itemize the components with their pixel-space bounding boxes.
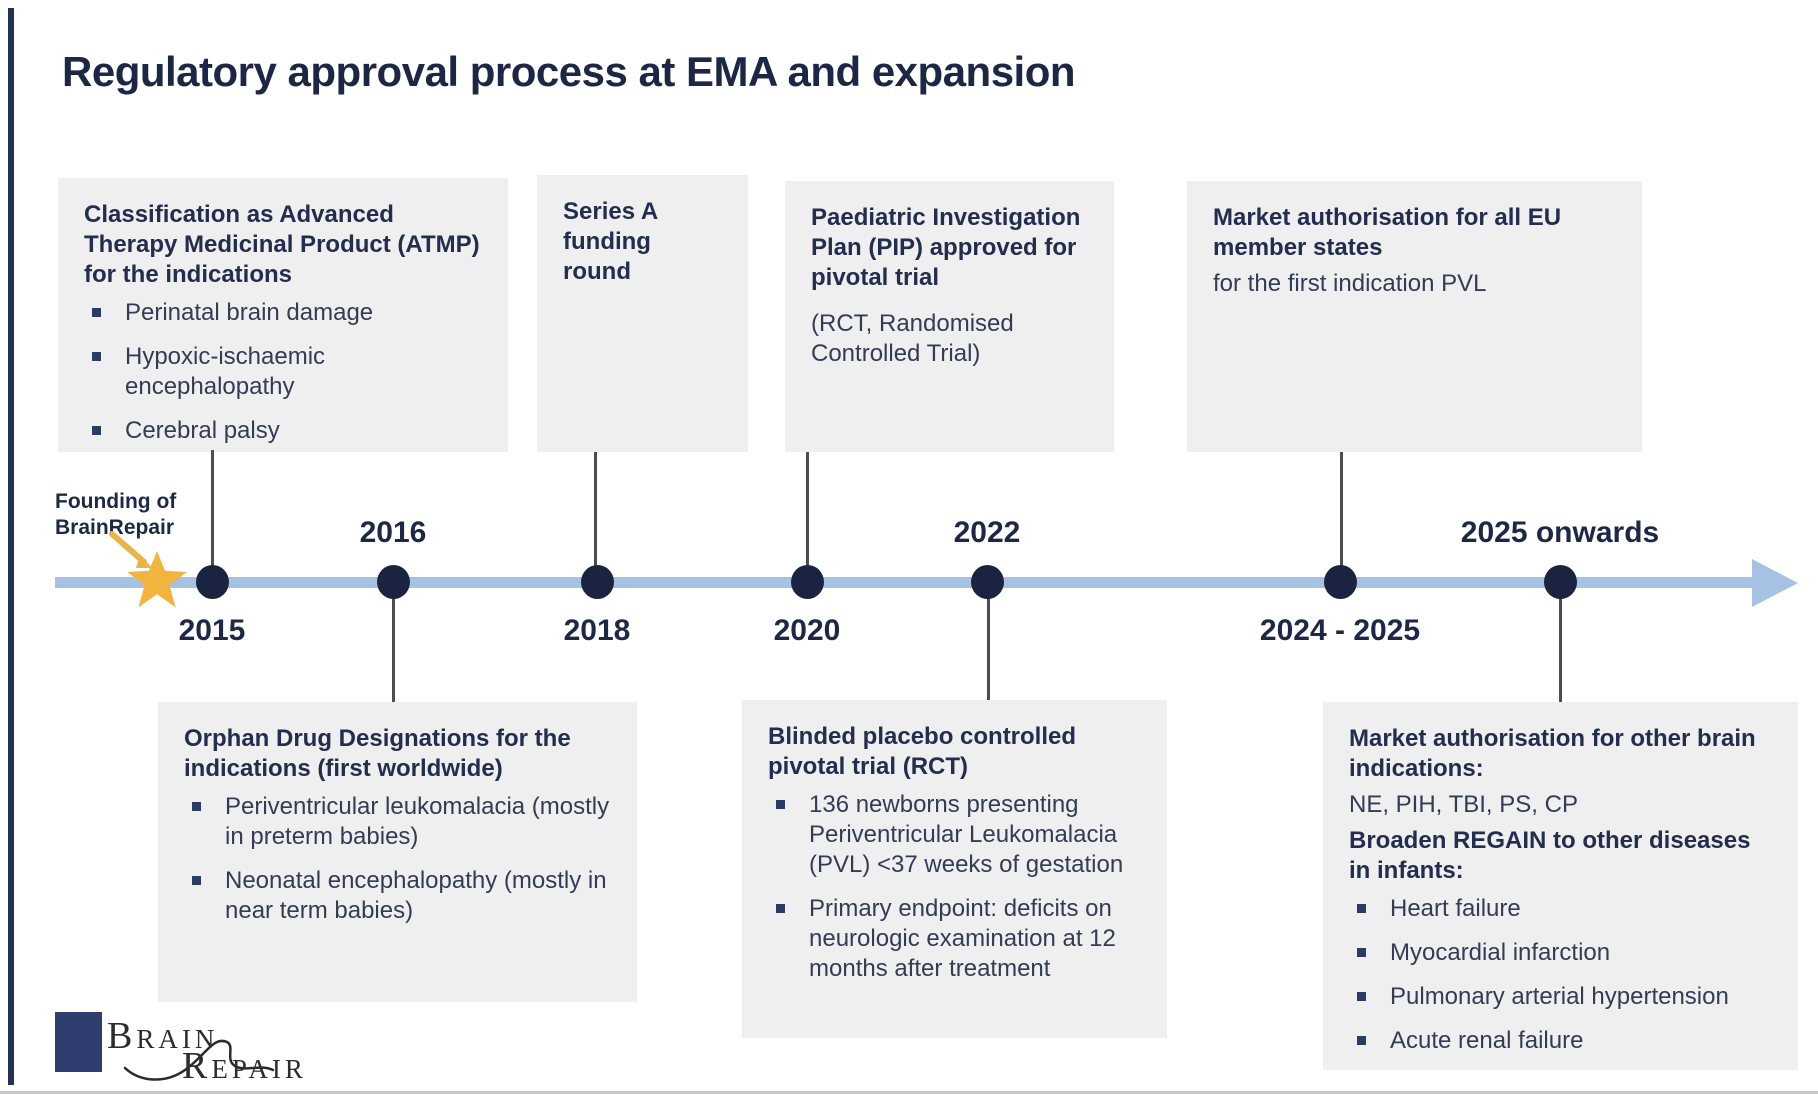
- event-box-pip: Paediatric Investigation Plan (PIP) appr…: [785, 181, 1114, 452]
- timeline-dot-2016: [377, 565, 410, 599]
- connector-line: [392, 598, 395, 702]
- left-accent-bar: [8, 8, 14, 1085]
- list-item: Neonatal encephalopathy (mostly in near …: [184, 866, 611, 926]
- bullet-text: Perinatal brain damage: [125, 299, 374, 326]
- bullet-list: Perinatal brain damage Hypoxic-ischaemic…: [84, 298, 482, 446]
- bullet-text: Pulmonary arterial hypertension: [1390, 983, 1729, 1010]
- event-box-orphan-drug: Orphan Drug Designations for the indicat…: [158, 702, 637, 1002]
- timeline-dot-2015: [196, 565, 229, 599]
- timeline-dot-2025-onwards: [1544, 565, 1577, 599]
- square-bullet-icon: [92, 308, 101, 317]
- founding-label-line1: Founding of: [55, 490, 177, 513]
- bullet-text: Myocardial infarction: [1390, 939, 1611, 966]
- square-bullet-icon: [776, 904, 785, 913]
- bullet-text: Cerebral palsy: [125, 417, 280, 444]
- year-label-2016: 2016: [359, 516, 427, 549]
- event-box-title: Orphan Drug Designations for the indicat…: [184, 725, 571, 782]
- bullet-list: Heart failure Myocardial infarction Pulm…: [1349, 894, 1772, 1056]
- timeline-dot-2018: [581, 565, 614, 599]
- year-label-2024-2025: 2024 - 2025: [1259, 614, 1421, 647]
- list-item: Periventricular leukomalacia (mostly in …: [184, 792, 611, 852]
- list-item: Myocardial infarction: [1349, 938, 1772, 968]
- event-box-pivotal-trial: Blinded placebo controlled pivotal trial…: [742, 700, 1167, 1038]
- event-box-subtext: (RCT, Randomised Controlled Trial): [811, 310, 1014, 367]
- logo-square: [55, 1012, 102, 1072]
- list-item: Primary endpoint: deficits on neurologic…: [768, 894, 1141, 984]
- bullet-text: 136 newborns presenting Periventricular …: [809, 791, 1124, 878]
- timeline-bar: [55, 577, 1755, 588]
- event-box-title: Paediatric Investigation Plan (PIP) appr…: [811, 204, 1081, 291]
- list-item: Acute renal failure: [1349, 1026, 1772, 1056]
- bullet-text: Hypoxic-ischaemic encephalopathy: [125, 343, 326, 400]
- founding-label: Founding of BrainRepair: [55, 489, 176, 541]
- square-bullet-icon: [1357, 1036, 1366, 1045]
- square-bullet-icon: [92, 426, 101, 435]
- year-label-2018: 2018: [563, 614, 631, 647]
- list-item: 136 newborns presenting Periventricular …: [768, 790, 1141, 880]
- bullet-text: Acute renal failure: [1390, 1027, 1584, 1054]
- event-box-title: Market authorisation for other brain ind…: [1349, 725, 1756, 782]
- bullet-list: Periventricular leukomalacia (mostly in …: [184, 792, 611, 926]
- logo-word-brain: Brain: [107, 1015, 219, 1057]
- list-item: Cerebral palsy: [84, 416, 482, 446]
- connector-line: [1340, 452, 1343, 567]
- square-bullet-icon: [776, 800, 785, 809]
- square-bullet-icon: [1357, 904, 1366, 913]
- list-item: Heart failure: [1349, 894, 1772, 924]
- event-box-title-secondary: Broaden REGAIN to other diseases in infa…: [1349, 827, 1751, 884]
- timeline-arrow-icon: [1752, 559, 1798, 607]
- square-bullet-icon: [192, 876, 201, 885]
- event-box-title: Market authorisation for all EU member s…: [1213, 204, 1562, 261]
- event-box-market-eu: Market authorisation for all EU member s…: [1187, 181, 1642, 452]
- event-box-series-a: Series A funding round: [537, 175, 748, 452]
- timeline-dot-2020: [791, 565, 824, 599]
- connector-line: [594, 452, 597, 567]
- logo-swoosh-icon: [123, 1039, 275, 1081]
- square-bullet-icon: [1357, 992, 1366, 1001]
- connector-line: [806, 452, 809, 567]
- list-item: Hypoxic-ischaemic encephalopathy: [84, 342, 482, 402]
- event-box-title: Blinded placebo controlled pivotal trial…: [768, 723, 1077, 780]
- brand-logo: Brain Repair: [55, 1012, 385, 1087]
- square-bullet-icon: [92, 352, 101, 361]
- timeline-dot-2024-2025: [1324, 565, 1357, 599]
- event-box-title: Classification as Advanced Therapy Medic…: [84, 201, 480, 288]
- page-title: Regulatory approval process at EMA and e…: [62, 48, 1076, 95]
- bullet-text: Primary endpoint: deficits on neurologic…: [809, 895, 1116, 982]
- connector-line: [987, 598, 990, 700]
- year-label-2025-onwards: 2025 onwards: [1460, 516, 1660, 549]
- bullet-text: Heart failure: [1390, 895, 1521, 922]
- event-box-other-indications: Market authorisation for other brain ind…: [1323, 702, 1798, 1070]
- event-box-atmp-classification: Classification as Advanced Therapy Medic…: [58, 178, 508, 452]
- square-bullet-icon: [192, 802, 201, 811]
- founding-arrow-icon: [109, 531, 152, 568]
- square-bullet-icon: [1357, 948, 1366, 957]
- event-box-subtext: for the first indication PVL: [1213, 270, 1487, 297]
- event-box-subtext: NE, PIH, TBI, PS, CP: [1349, 791, 1578, 818]
- connector-line: [1559, 598, 1562, 702]
- timeline-dot-2022: [971, 565, 1004, 599]
- list-item: Pulmonary arterial hypertension: [1349, 982, 1772, 1012]
- year-label-2015: 2015: [178, 614, 246, 647]
- bullet-text: Periventricular leukomalacia (mostly in …: [225, 793, 610, 850]
- founding-label-line2: BrainRepair: [55, 516, 175, 539]
- bullet-list: 136 newborns presenting Periventricular …: [768, 790, 1141, 984]
- year-label-2022: 2022: [953, 516, 1021, 549]
- logo-word-repair: Repair: [182, 1045, 307, 1087]
- year-label-2020: 2020: [773, 614, 841, 647]
- list-item: Perinatal brain damage: [84, 298, 482, 328]
- connector-line: [211, 450, 214, 567]
- bullet-text: Neonatal encephalopathy (mostly in near …: [225, 867, 607, 924]
- event-box-title: Series A funding round: [563, 198, 658, 285]
